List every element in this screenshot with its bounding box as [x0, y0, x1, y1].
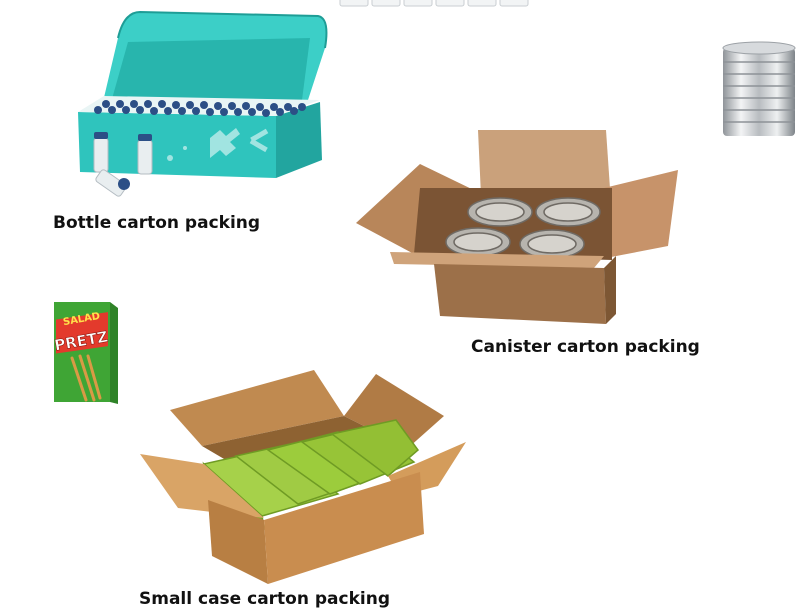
- silver-canister-image: [720, 40, 798, 140]
- teal-bottle-carton-image: [40, 8, 350, 198]
- canister-carton-caption: Canister carton packing: [471, 337, 700, 357]
- canister-carton-image: [354, 128, 684, 328]
- pretz-snack-box-image: SALAD PRETZ: [52, 300, 122, 404]
- bottle-carton-caption: Bottle carton packing: [53, 213, 261, 233]
- glass-jar-row: [338, 0, 534, 8]
- small-case-carton-caption: Small case carton packing: [139, 589, 390, 609]
- small-case-carton-image: [138, 368, 468, 588]
